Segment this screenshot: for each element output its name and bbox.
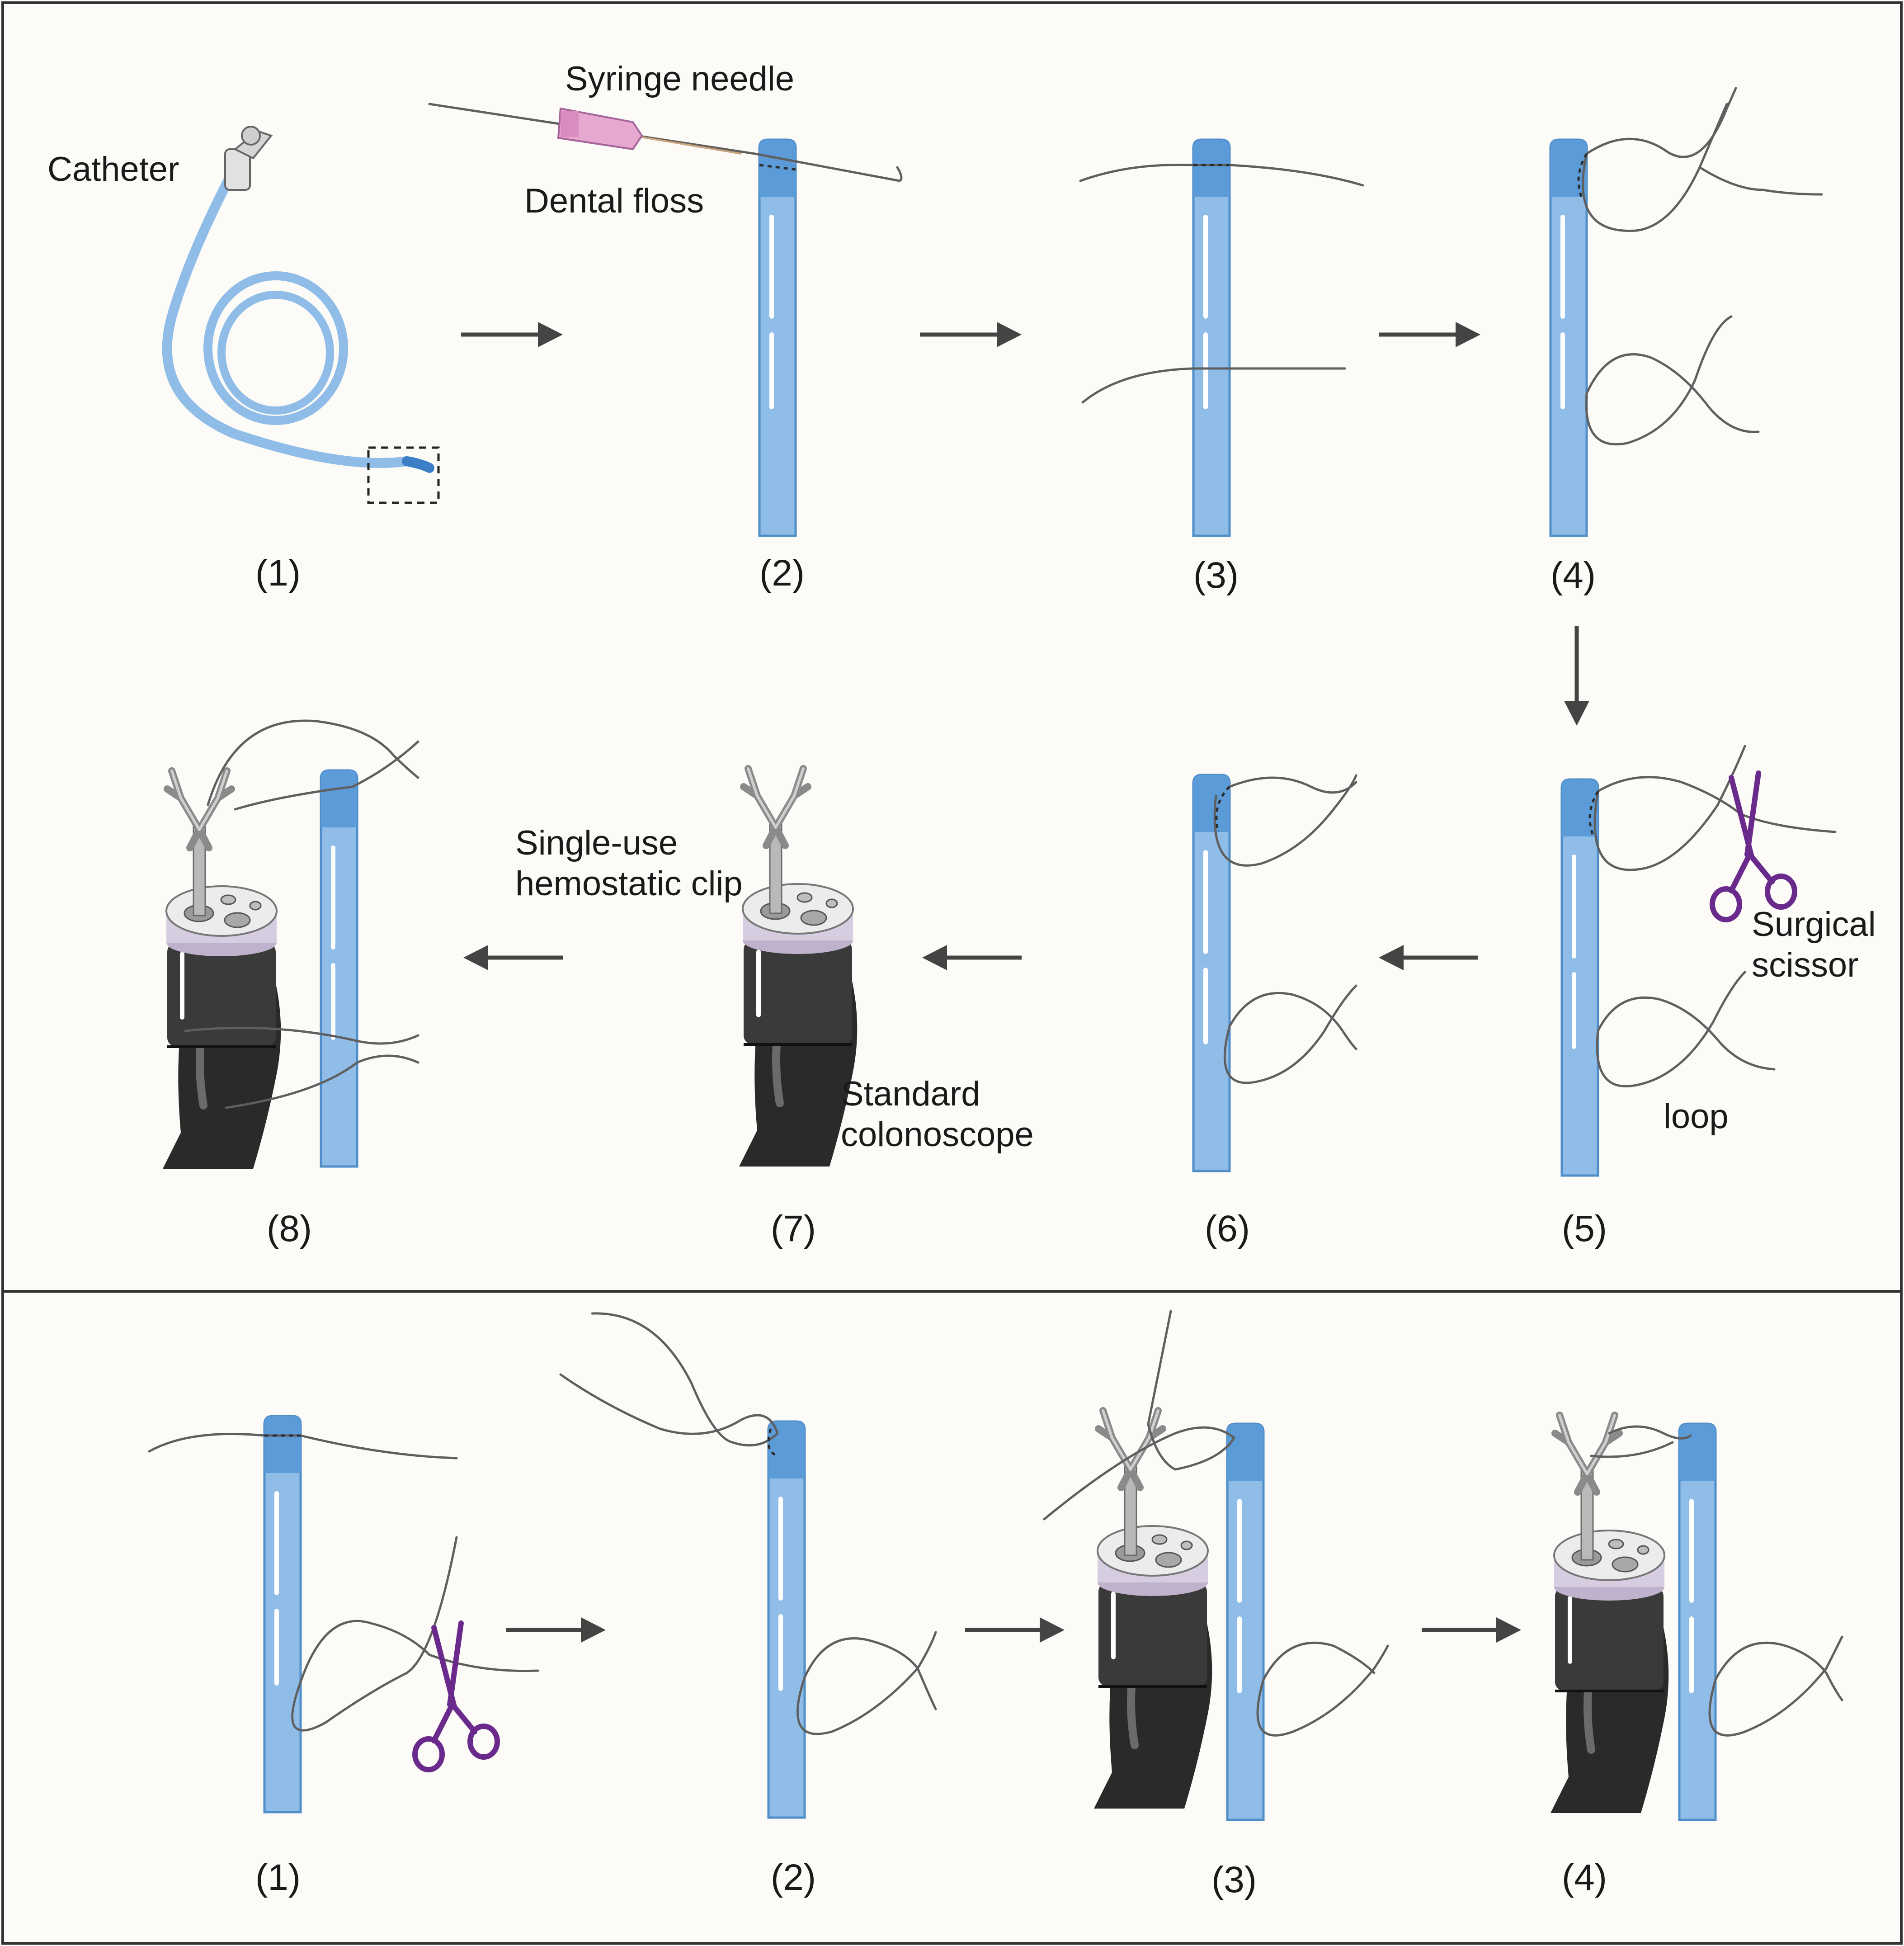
b2-catheter-tube	[768, 1422, 805, 1818]
a8-catheter-tube	[321, 770, 357, 1167]
a-arrow-5-6	[1379, 945, 1478, 970]
a-step-5: (5)	[1562, 1208, 1607, 1249]
b3-upper-floss	[1043, 1310, 1235, 1521]
single-use-clip-label-1: Single-use	[515, 824, 678, 862]
a6-upper-floss-inside	[1215, 786, 1230, 832]
a-arrow-3-4	[1379, 322, 1480, 347]
a-step-4: (4)	[1551, 555, 1596, 596]
a-arrow-1-2	[461, 322, 563, 347]
a5-catheter-tube	[1562, 779, 1598, 1176]
a4-upper-floss-inside	[1577, 153, 1588, 199]
a1-catheter-illustration	[162, 126, 440, 504]
a2-dental-floss	[428, 103, 903, 182]
surgical-scissor-label-2: scissor	[1752, 946, 1858, 984]
b3-catheter-tube	[1227, 1424, 1263, 1820]
standard-colonoscope-label-1: Standard	[841, 1075, 980, 1113]
a8-lower-floss	[184, 1026, 419, 1109]
a-step-8: (8)	[267, 1208, 312, 1249]
a-arrow-6-7	[922, 945, 1022, 970]
loop-label: loop	[1664, 1097, 1729, 1136]
b1-catheter-tube	[264, 1416, 301, 1812]
b-arrow-3-4	[1422, 1617, 1521, 1643]
a3-lower-floss	[1081, 367, 1346, 404]
standard-colonoscope-label-2: colonoscope	[841, 1115, 1034, 1154]
a4-upper-loop	[1582, 87, 1823, 232]
a-step-2: (2)	[759, 553, 805, 594]
b4-lower-floss-loop	[1708, 1635, 1843, 1737]
b2-lower-floss-loop	[796, 1631, 937, 1735]
b1-upper-floss	[148, 1433, 458, 1460]
a6-lower-floss-loop	[1223, 984, 1357, 1084]
a3-upper-floss	[1079, 163, 1364, 187]
dental-floss-label: Dental floss	[524, 182, 704, 220]
a2-floss-inside	[759, 164, 796, 171]
b3-lower-floss-loop	[1256, 1641, 1389, 1737]
a6-upper-floss	[1213, 774, 1357, 867]
b-step-4: (4)	[1562, 1857, 1607, 1898]
a4-catheter-tube	[1551, 140, 1587, 536]
single-use-clip-label-2: hemostatic clip	[515, 864, 743, 903]
a4-lower-loop	[1585, 315, 1760, 446]
a-step-7: (7)	[771, 1208, 816, 1249]
b-step-1: (1)	[255, 1857, 301, 1898]
a5-lower-floss-loop	[1596, 971, 1776, 1087]
b-arrow-2-3	[965, 1617, 1065, 1643]
a-step-6: (6)	[1205, 1208, 1250, 1249]
a8-upper-floss	[207, 719, 419, 811]
syringe-needle-label: Syringe needle	[565, 60, 794, 98]
a-arrow-2-3	[920, 322, 1022, 347]
b-step-2: (2)	[771, 1857, 816, 1898]
b-step-3: (3)	[1211, 1859, 1257, 1900]
a4-upper-tail	[1698, 103, 1728, 169]
b4-catheter-tube	[1679, 1424, 1715, 1820]
a2-catheter-tube	[759, 140, 796, 536]
syringe-needle-illustration	[557, 107, 742, 155]
b1-lower-floss-loop	[291, 1536, 539, 1732]
a5-upper-floss-inside	[1588, 790, 1599, 837]
a-arrow-7-8	[463, 945, 563, 970]
surgical-scissor-label-1: Surgical	[1752, 905, 1876, 944]
a-step-1: (1)	[255, 553, 301, 594]
a6-catheter-tube	[1193, 775, 1230, 1171]
b2-floss-inside	[767, 1428, 778, 1457]
a-step-3: (3)	[1193, 555, 1239, 596]
b4-upper-floss	[1590, 1425, 1692, 1458]
a3-catheter-tube	[1193, 140, 1230, 536]
catheter-label: Catheter	[47, 150, 179, 189]
a-arrow-4-5	[1564, 626, 1589, 726]
b2-upper-floss	[559, 1312, 779, 1447]
b-arrow-1-2	[506, 1617, 606, 1643]
